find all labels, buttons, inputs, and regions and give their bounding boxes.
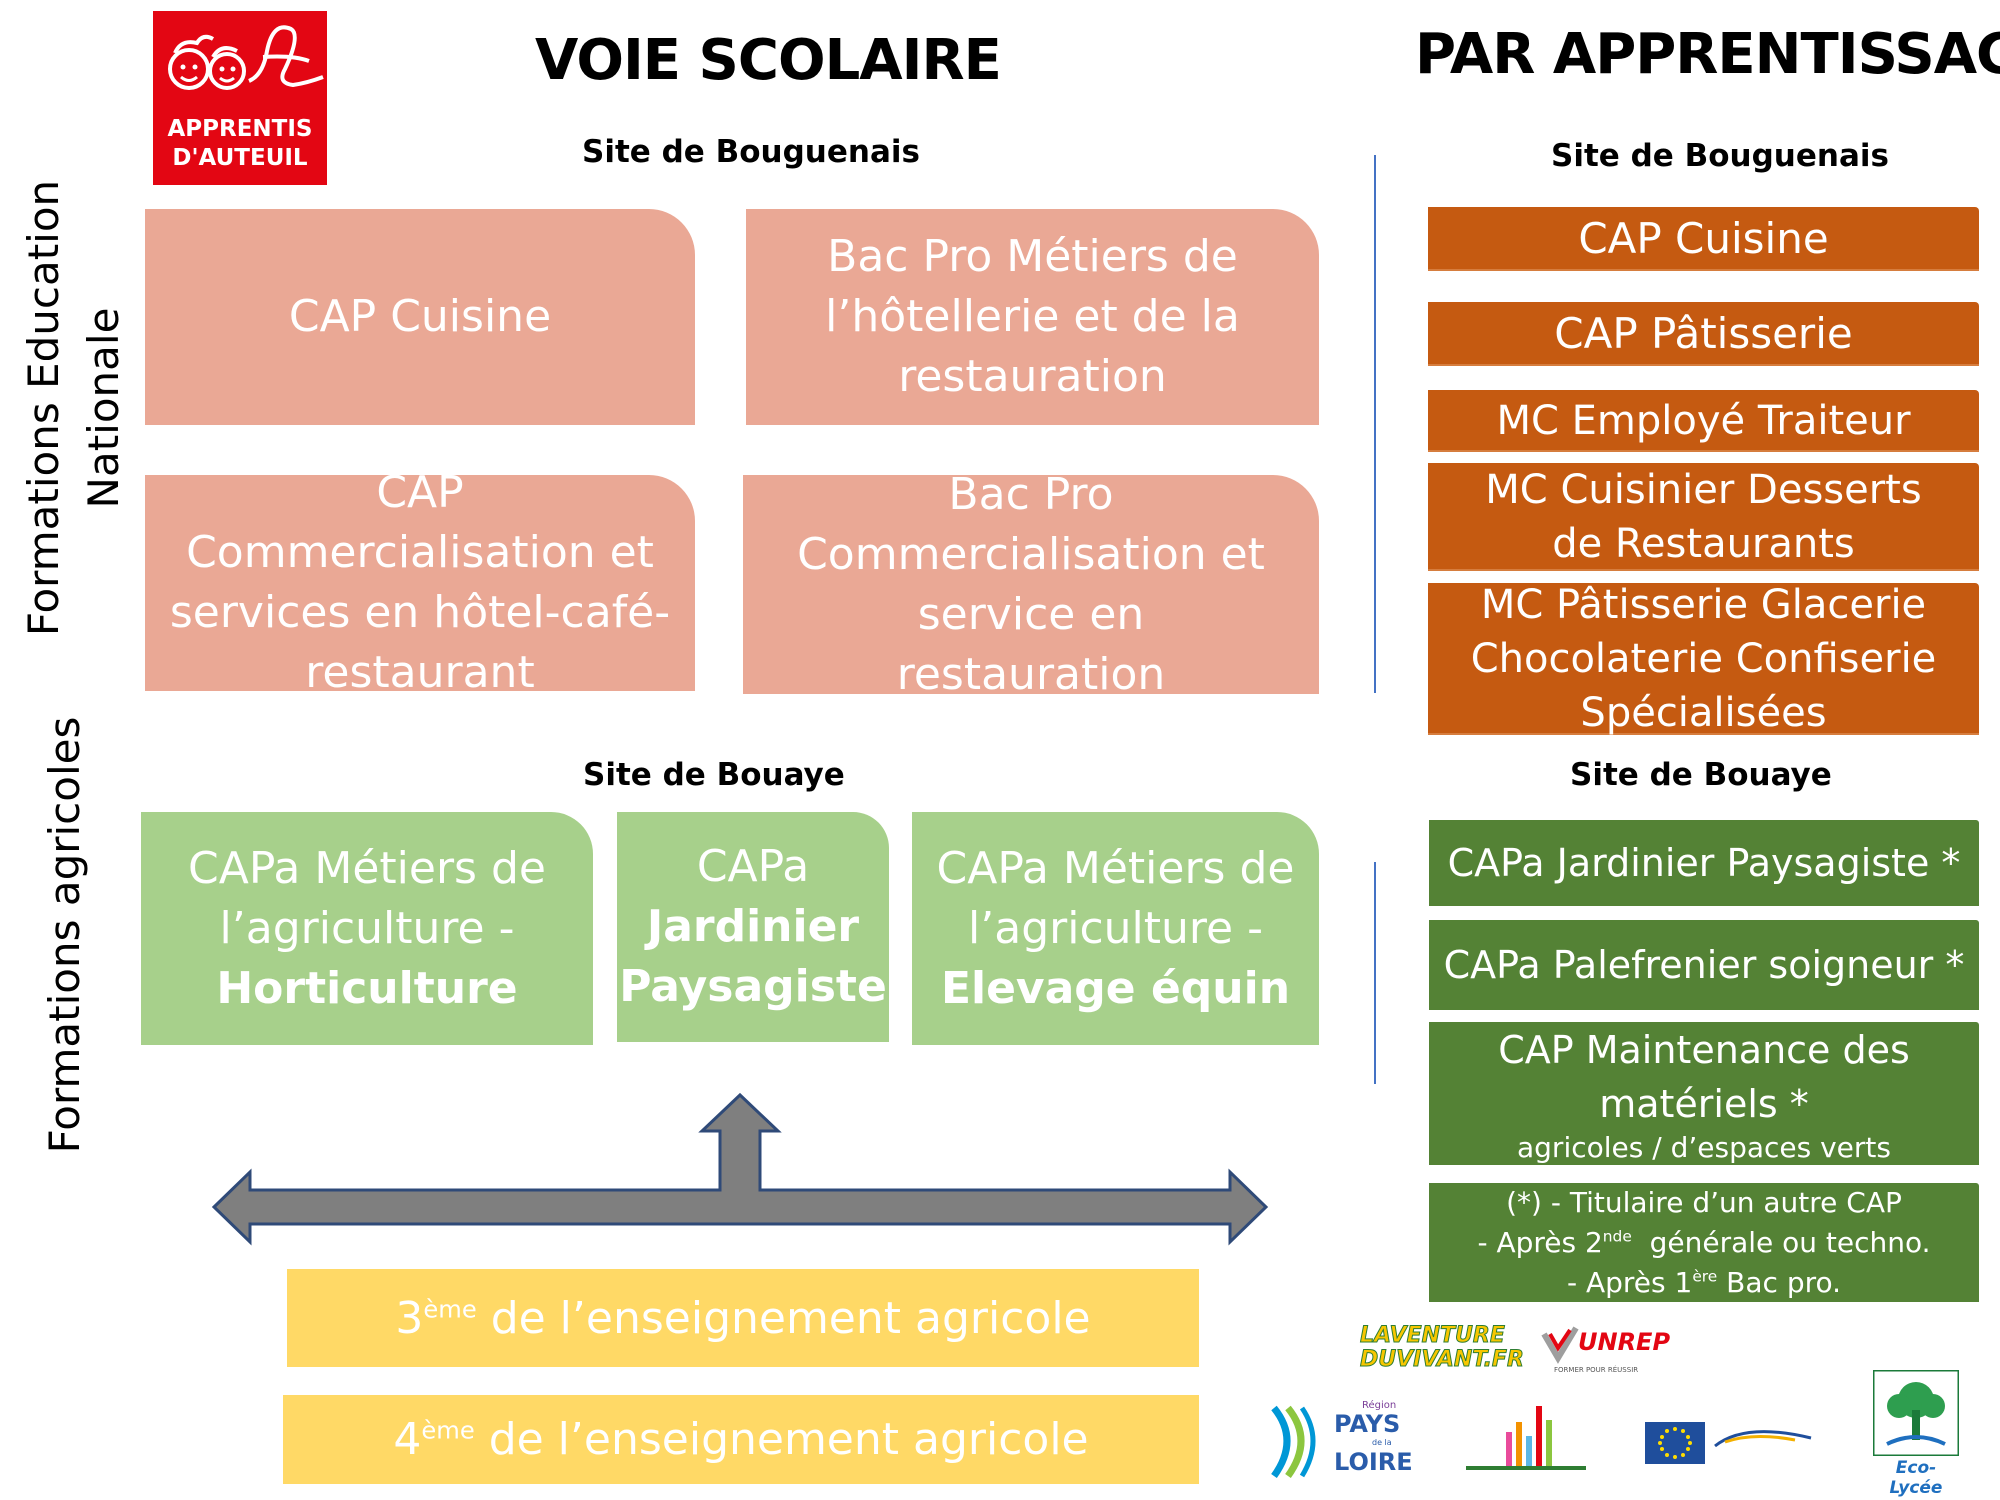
appr-cap-cuisine-text: CAP Cuisine (1578, 214, 1829, 263)
appr-cap-patisserie-text: CAP Pâtisserie (1554, 309, 1853, 358)
box-bac-pro-commercialisation: Bac Pro Commercialisation et service en … (743, 469, 1319, 700)
logo-line2: D'AUTEUIL (172, 145, 308, 171)
heading-voie-scolaire: VOIE SCOLAIRE (535, 28, 1002, 93)
divider-line-bottom (1374, 862, 1376, 1084)
capa-jardinier-line1: CAPa (696, 841, 810, 892)
faces-icon (168, 25, 324, 90)
box-cap-commercialisation: CAP Commercialisation et services en hôt… (145, 467, 695, 698)
aventure-line2: DUVIVANT.FR (1360, 1347, 1525, 1372)
unrep-swoosh-icon (1541, 1326, 1579, 1364)
side-label-line1: Formations Education (19, 179, 68, 637)
appr-note-line1: (*) - Titulaire d’un autre CAP (1506, 1185, 1902, 1219)
region-swoosh-icon (1271, 1405, 1316, 1479)
eco-lycee-logo: Eco-Lycée (1873, 1370, 1959, 1498)
capa-elevage-line1: CAPa Métiers de (936, 842, 1295, 894)
box-capa-jardinier: CAPa Jardinier Paysagiste (617, 812, 889, 1042)
unrep-tagline: FORMER POUR RÉUSSIR (1554, 1366, 1639, 1374)
appr-mc-patisserie-text: MC Pâtisserie Glacerie Chocolaterie Conf… (1470, 582, 1937, 736)
box-capa-elevage-equin: CAPa Métiers de l’agriculture - Elevage … (912, 812, 1319, 1045)
eco-lycee-text: Eco-Lycée (1889, 1458, 1943, 1498)
site-bouaye-scolaire: Site de Bouaye (583, 757, 845, 793)
appr-note-line3: - Après 1ère Bac pro. (1566, 1265, 1842, 1299)
box-cap-commercialisation-text: CAP Commercialisation et services en hôt… (169, 467, 671, 698)
capa-horticulture-line1: CAPa Métiers de (188, 842, 546, 894)
eco-tree-icon (1873, 1370, 1959, 1456)
box-3eme-agricole: 3ème de l’enseignement agricole (287, 1269, 1199, 1367)
capa-jardinier-bold1: Jardinier (646, 901, 860, 952)
box-appr-note: (*) - Titulaire d’un autre CAP - Après 2… (1429, 1183, 1979, 1302)
site-bouaye-apprentissage: Site de Bouaye (1570, 757, 1832, 793)
heading-par-apprentissage: PAR APPRENTISSAGE (1415, 22, 2000, 87)
apprentis-dauteuil-logo: APPRENTIS D'AUTEUIL (153, 11, 327, 185)
region-pays-text: PAYS (1334, 1410, 1401, 1438)
capa-horticulture-bold: Horticulture (216, 962, 518, 1014)
box-cap-cuisine: CAP Cuisine (145, 209, 695, 425)
side-label-line2: Nationale (79, 307, 128, 509)
box-appr-cap-cuisine: CAP Cuisine (1428, 207, 1979, 271)
box-bac-pro-hotellerie: Bac Pro Métiers de l’hôtellerie et de la… (746, 209, 1319, 425)
region-small-text: Région (1362, 1400, 1397, 1411)
appr-note-line2: - Après 2nde générale ou techno. (1477, 1225, 1931, 1259)
capa-elevage-line2: l’agriculture - (968, 902, 1263, 954)
box-4eme-agricole: 4ème de l’enseignement agricole (283, 1395, 1199, 1484)
unrep-text: UNREP (1578, 1328, 1671, 1356)
appr-mc-desserts-text: MC Cuisinier Desserts de Restaurants (1485, 467, 1922, 567)
site-bouguenais-scolaire: Site de Bouguenais (582, 134, 920, 170)
appr-cap-maintenance-sub: agricoles / d’espaces verts (1517, 1130, 1891, 1164)
box-appr-cap-patisserie: CAP Pâtisserie (1428, 302, 1979, 366)
box-3eme-text: 3ème de l’enseignement agricole (395, 1292, 1091, 1344)
divider-line-top (1374, 155, 1376, 693)
box-appr-cap-maintenance: CAP Maintenance des matériels * agricole… (1429, 1022, 1979, 1165)
aventure-line1: LAVENTURE (1360, 1323, 1506, 1348)
appr-capa-jardinier-text: CAPa Jardinier Paysagiste * (1447, 841, 1961, 885)
region-dela-text: de la (1372, 1438, 1392, 1447)
appr-cap-maintenance-text: CAP Maintenance des matériels * (1498, 1027, 1910, 1126)
capa-horticulture-line2: l’agriculture - (219, 902, 515, 954)
progression-arrow (211, 1092, 1269, 1246)
appr-mc-traiteur-text: MC Employé Traiteur (1496, 398, 1911, 444)
box-appr-mc-traiteur: MC Employé Traiteur (1428, 390, 1979, 452)
site-bouguenais-apprentissage: Site de Bouguenais (1551, 138, 1889, 174)
aventure-du-vivant-logo: LAVENTURE DUVIVANT.FR (1360, 1323, 1525, 1382)
logo-line1: APPRENTIS (167, 116, 313, 142)
box-appr-capa-palefrenier: CAPa Palefrenier soigneur * (1429, 920, 1979, 1010)
monument-bars-logo-icon (1466, 1406, 1586, 1470)
appr-capa-palefrenier-text: CAPa Palefrenier soigneur * (1443, 943, 1965, 987)
side-label-formations-agricoles: Formations agricoles (34, 705, 94, 1165)
side-label-education-nationale: Formations Education Nationale (0, 178, 154, 638)
box-capa-horticulture: CAPa Métiers de l’agriculture - Horticul… (141, 812, 593, 1045)
box-appr-mc-patisserie: MC Pâtisserie Glacerie Chocolaterie Conf… (1428, 582, 1979, 736)
box-bac-pro-hotellerie-text: Bac Pro Métiers de l’hôtellerie et de la… (825, 231, 1240, 402)
box-cap-cuisine-text: CAP Cuisine (288, 291, 552, 342)
box-appr-mc-desserts: MC Cuisinier Desserts de Restaurants (1428, 463, 1979, 571)
region-loire-text: LOIRE (1334, 1448, 1413, 1476)
box-bac-pro-commercialisation-text: Bac Pro Commercialisation et service en … (797, 468, 1265, 700)
capa-elevage-bold: Elevage équin (940, 962, 1291, 1014)
capa-jardinier-bold2: Paysagiste (619, 961, 887, 1012)
eu-flag-logo-icon (1645, 1422, 1812, 1464)
box-appr-capa-jardinier: CAPa Jardinier Paysagiste * (1429, 820, 1979, 906)
box-4eme-text: 4ème de l’enseignement agricole (393, 1414, 1089, 1465)
region-pays-de-la-loire-logo: Région PAYS de la LOIRE (1268, 1400, 1413, 1480)
side-label-bottom: Formations agricoles (39, 716, 89, 1154)
unrep-logo: UNREP FORMER POUR RÉUSSIR (1540, 1324, 1690, 1384)
